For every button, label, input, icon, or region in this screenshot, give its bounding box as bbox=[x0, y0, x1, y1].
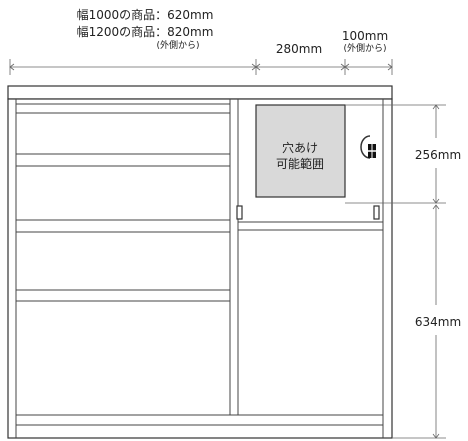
width-1000-label: 幅1000の商品：620mm bbox=[77, 7, 214, 22]
dim-256-label: 256mm bbox=[415, 148, 461, 162]
right-dimension-lines bbox=[345, 104, 446, 439]
hole-area-label-2: 可能範囲 bbox=[276, 156, 324, 171]
lock-icon bbox=[360, 135, 376, 159]
dim-634-label: 634mm bbox=[415, 315, 461, 329]
width-1200-label: 幅1200の商品：820mm bbox=[77, 24, 214, 39]
dim-100-label: 100mm bbox=[342, 29, 388, 43]
outside-note-left: (外側から) bbox=[156, 39, 199, 51]
left-drawers bbox=[16, 103, 230, 302]
hole-area-label-1: 穴あけ bbox=[282, 140, 318, 155]
right-upper-section bbox=[236, 205, 383, 231]
dim-280-label: 280mm bbox=[276, 42, 322, 56]
hole-area bbox=[255, 104, 346, 198]
outside-note-right: (外側から) bbox=[343, 42, 386, 54]
top-dimension-line bbox=[9, 59, 393, 75]
